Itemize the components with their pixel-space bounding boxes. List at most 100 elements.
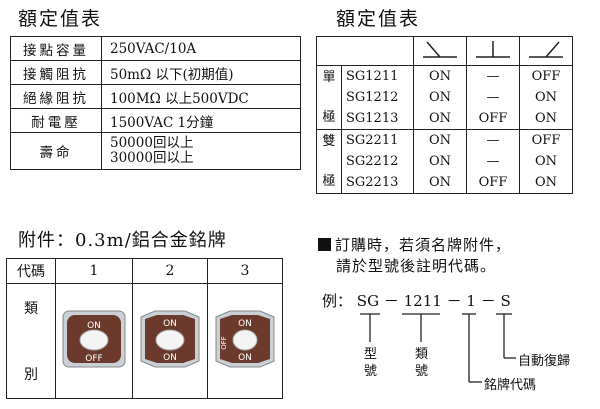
plate-on-label: ON: [87, 321, 101, 331]
cell-value: 50mΩ 以下(初期值): [101, 60, 301, 85]
state-value: ON: [534, 154, 558, 169]
state-value: ON: [428, 90, 452, 105]
lever-center-icon: [466, 36, 520, 66]
plate-on-label: ON: [238, 353, 252, 363]
state-value: OFF: [478, 175, 508, 190]
example-prefix: 例：: [322, 292, 353, 310]
state-value: ON: [428, 69, 452, 84]
state-value: —: [486, 133, 500, 148]
state-value: ON: [534, 90, 558, 105]
state-value: ON: [534, 111, 558, 126]
plate-on-label: ON: [163, 353, 177, 363]
state-value: ON: [428, 175, 452, 190]
label-char: 型: [364, 347, 378, 362]
model-code: SG1213: [346, 111, 399, 126]
label-type: 類 號: [415, 346, 428, 380]
state-value: ON: [428, 111, 452, 126]
accessory-table: 代碼 1 2 3 類 別 ON OFF ON ON: [6, 258, 283, 399]
state-col-3: OFF ON ON: [519, 65, 573, 130]
state-value: ON: [428, 133, 452, 148]
order-note-line2: 請於型號後註明代碼。: [336, 257, 497, 275]
state-col-1: ON ON ON: [413, 65, 467, 130]
state-col-2: — — OFF: [466, 65, 520, 130]
state-col-2: — — OFF: [466, 129, 520, 194]
bullet-square-icon: [318, 238, 331, 251]
model-code: SG2213: [346, 175, 399, 190]
table-header-row: 代碼 1 2 3: [6, 258, 283, 284]
state-value: —: [486, 69, 500, 84]
nameplate-1-icon: ON OFF: [62, 310, 126, 368]
label-char: 號: [415, 364, 429, 379]
label-plate-code: 銘牌代碼: [484, 378, 537, 393]
model-list: SG2211 SG2212 SG2213: [341, 129, 414, 194]
life-value-1: 50000回以上: [110, 135, 194, 151]
plate-on-label: ON: [238, 319, 252, 329]
model-code: SG1211: [346, 69, 399, 84]
plate-off-label: OFF: [85, 354, 102, 364]
order-note-line1: 訂購時，若須名牌附件，: [318, 234, 511, 255]
table-row: 耐電壓 1500VAC 1分鐘: [10, 108, 301, 133]
example-dash: －: [446, 292, 462, 310]
plate-off-label: OFF: [220, 336, 228, 350]
example-part-type: 1211: [403, 292, 442, 310]
state-col-3: OFF ON ON: [519, 129, 573, 194]
state-value: OFF: [531, 133, 561, 148]
plate-cell-1: ON OFF: [55, 283, 133, 399]
cell-value: 1500VAC 1分鐘: [101, 108, 301, 133]
table-row: 接觸阻抗 50mΩ 以下(初期值): [10, 60, 301, 85]
table-row: 單 極 SG1211 SG1212 SG1213 ON ON ON — — OF…: [316, 65, 573, 130]
ratings-title-right: 額定值表: [336, 8, 421, 30]
group-label-char: 單: [322, 69, 336, 85]
label-auto-return: 自動復歸: [518, 354, 571, 369]
cell-label: 接點容量: [10, 36, 102, 61]
cell-value: 100MΩ 以上500VDC: [101, 84, 301, 109]
type-header-char: 別: [24, 367, 38, 383]
state-value: OFF: [531, 69, 561, 84]
cell-label: 絕緣阻抗: [10, 84, 102, 109]
model-code: SG1212: [346, 90, 399, 105]
cell-label: 接觸阻抗: [10, 60, 102, 85]
ratings-table-right: 單 極 SG1211 SG1212 SG1213 ON ON ON — — OF…: [316, 36, 573, 194]
model-list: SG1211 SG1212 SG1213: [341, 65, 414, 130]
state-value: ON: [534, 175, 558, 190]
label-char: 類: [415, 347, 429, 362]
state-col-1: ON ON ON: [413, 129, 467, 194]
state-value: OFF: [478, 111, 508, 126]
plate-cell-3: ON ON OFF: [207, 283, 283, 399]
lever-left-icon: [413, 36, 467, 66]
label-char: 號: [364, 364, 378, 379]
plate-on-label: ON: [163, 319, 177, 329]
code-cell: 3: [207, 258, 283, 284]
order-note-text1: 訂購時，若須名牌附件，: [335, 236, 512, 254]
group-label-char: 雙: [322, 133, 336, 149]
type-header-char: 類: [24, 301, 38, 317]
example-part-return: S: [500, 292, 511, 310]
group-label-char: 極: [322, 109, 336, 125]
example-part-model: SG: [356, 292, 380, 310]
table-row: 絕緣阻抗 100MΩ 以上500VDC: [10, 84, 301, 109]
table-header-row: [316, 36, 573, 66]
example-part-plate: 1: [466, 292, 476, 310]
table-row: 雙 極 SG2211 SG2212 SG2213 ON ON ON — — OF…: [316, 129, 573, 194]
label-model: 型 號: [364, 346, 377, 380]
lever-right-icon: [519, 36, 573, 66]
table-row: 接點容量 250VAC/10A: [10, 36, 301, 61]
ratings-table-left: 接點容量 250VAC/10A 接觸阻抗 50mΩ 以下(初期值) 絕緣阻抗 1…: [10, 36, 301, 170]
accessory-title: 附件：0.3m/鋁合金銘牌: [18, 230, 227, 251]
cell-label: 壽命: [10, 132, 102, 170]
state-value: ON: [428, 154, 452, 169]
code-cell: 2: [132, 258, 208, 284]
code-header: 代碼: [6, 258, 56, 284]
cell-value: 50000回以上 30000回以上: [101, 132, 301, 170]
group-label-single: 單 極: [316, 65, 342, 130]
nameplate-3-icon: ON ON OFF: [215, 310, 275, 368]
model-code: SG2211: [346, 133, 399, 148]
example-dash: －: [383, 292, 399, 310]
model-code: SG2212: [346, 154, 399, 169]
cell-value: 250VAC/10A: [101, 36, 301, 61]
code-cell: 1: [55, 258, 133, 284]
example-connector-lines: [360, 313, 516, 383]
plate-cell-2: ON ON: [132, 283, 208, 399]
state-value: —: [486, 154, 500, 169]
type-header: 類 別: [6, 283, 56, 399]
